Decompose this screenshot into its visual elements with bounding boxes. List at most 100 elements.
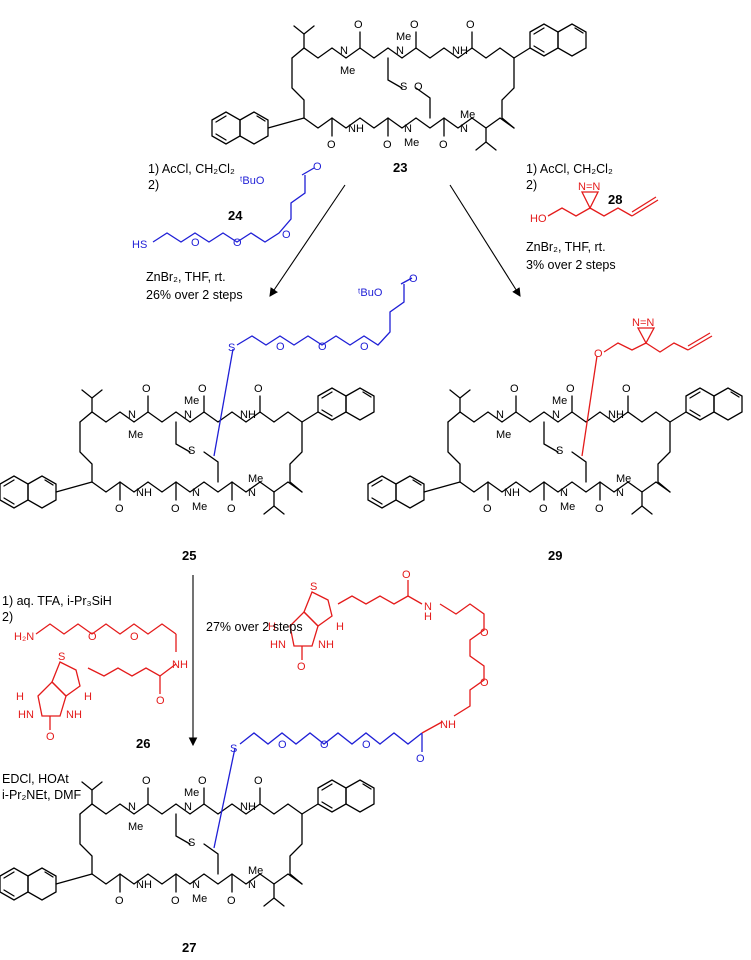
svg-text:S: S — [556, 445, 563, 457]
compound-24-label: 24 — [228, 208, 243, 223]
svg-text:O: O — [227, 895, 236, 907]
svg-text:O: O — [595, 503, 604, 515]
svg-text:N: N — [184, 801, 192, 813]
right-condition-reagents: ZnBr₂, THF, rt. — [526, 240, 606, 254]
left-condition-yield: 26% over 2 steps — [146, 288, 243, 302]
svg-text:S: S — [188, 837, 195, 849]
svg-text:NH: NH — [66, 709, 82, 721]
svg-text:O: O — [360, 341, 369, 353]
bottom-condition-yield: 27% over 2 steps — [206, 620, 303, 634]
svg-text:S: S — [310, 581, 317, 593]
svg-text:H: H — [424, 611, 432, 623]
left-condition-step2: 2) — [148, 178, 160, 192]
svg-text:HN: HN — [18, 709, 34, 721]
svg-text:O: O — [414, 81, 423, 93]
svg-text:N: N — [192, 487, 200, 499]
svg-text:O: O — [409, 273, 418, 285]
svg-text:O: O — [198, 383, 207, 395]
compound-28-label: 28 — [608, 192, 623, 207]
svg-text:Me: Me — [184, 395, 199, 407]
svg-text:Me: Me — [552, 395, 567, 407]
compound-27-structure: S O O O O O O N N NH Me Me NH N N Me Me — [0, 775, 375, 907]
left-condition-step1: 1) AcCl, CH₂Cl₂ — [148, 162, 235, 176]
bottom-condition-reagents2: i-Pr₂NEt, DMF — [2, 788, 82, 802]
svg-text:H₂N: H₂N — [14, 631, 34, 643]
svg-text:O: O — [282, 229, 291, 241]
svg-text:N: N — [460, 123, 468, 135]
svg-text:N: N — [424, 601, 432, 613]
svg-text:O: O — [439, 139, 448, 151]
svg-text:O: O — [142, 775, 151, 787]
svg-text:HS: HS — [132, 239, 147, 251]
svg-text:O: O — [383, 139, 392, 151]
compound-23-label: 23 — [393, 160, 408, 175]
reagent-28-structure: HO N=N — [530, 181, 659, 225]
svg-text:S: S — [188, 445, 195, 457]
svg-text:NH: NH — [318, 639, 334, 651]
svg-text:O: O — [191, 237, 200, 249]
svg-text:N: N — [128, 801, 136, 813]
compound-25-structure: S O O O O O O N N NH Me Me NH N N Me Me — [0, 383, 375, 515]
svg-text:O: O — [410, 19, 419, 31]
compound-29-label: 29 — [548, 548, 563, 563]
svg-text:Me: Me — [396, 31, 411, 43]
svg-text:O: O — [354, 19, 363, 31]
svg-text:O: O — [156, 695, 165, 707]
svg-text:O: O — [233, 237, 242, 249]
svg-text:Me: Me — [340, 65, 355, 77]
svg-text:H: H — [84, 691, 92, 703]
compound-29-structure: S O O O O O O N N NH Me Me NH N N Me Me — [367, 383, 743, 515]
svg-text:O: O — [416, 753, 425, 765]
svg-text:S: S — [230, 743, 237, 755]
svg-text:O: O — [510, 383, 519, 395]
compound-25-label: 25 — [182, 548, 197, 563]
svg-text:N: N — [192, 879, 200, 891]
svg-text:Me: Me — [128, 429, 143, 441]
compound-26-label: 26 — [136, 736, 151, 751]
compound-27-label: 27 — [182, 940, 197, 955]
svg-text:O: O — [313, 161, 322, 173]
svg-text:O: O — [297, 661, 306, 673]
svg-text:NH: NH — [172, 659, 188, 671]
bottom-condition-step2: 2) — [2, 610, 14, 624]
svg-text:N=N: N=N — [632, 317, 654, 329]
svg-text:Me: Me — [192, 893, 207, 905]
svg-text:O: O — [227, 503, 236, 515]
svg-text:H: H — [16, 691, 24, 703]
svg-text:O: O — [254, 775, 263, 787]
svg-text:ᵗBuO: ᵗBuO — [358, 287, 383, 299]
svg-text:O: O — [115, 503, 124, 515]
reagent-26-structure: H₂N O O NH O S H H HN NH O — [14, 623, 188, 743]
svg-text:O: O — [171, 895, 180, 907]
bottom-condition-step1: 1) aq. TFA, i-Pr₃SiH — [2, 594, 112, 608]
svg-text:O: O — [539, 503, 548, 515]
svg-text:S: S — [228, 342, 235, 354]
svg-text:NH: NH — [136, 879, 152, 891]
compound-27-biotin-linker: S O O O O NH O O N H O S H H HN NH O — [213, 569, 489, 849]
svg-text:O: O — [362, 739, 371, 751]
svg-text:O: O — [622, 383, 631, 395]
arrow-23-to-29 — [449, 184, 521, 297]
svg-text:O: O — [130, 631, 139, 643]
svg-text:NH: NH — [504, 487, 520, 499]
arrow-23-to-25 — [269, 184, 346, 297]
svg-text:O: O — [115, 895, 124, 907]
svg-text:N: N — [248, 879, 256, 891]
svg-text:NH: NH — [452, 45, 468, 57]
svg-text:Me: Me — [192, 501, 207, 513]
svg-text:O: O — [402, 569, 411, 581]
svg-text:N: N — [128, 409, 136, 421]
svg-text:N: N — [552, 409, 560, 421]
svg-text:O: O — [594, 348, 603, 360]
svg-text:Me: Me — [496, 429, 511, 441]
svg-text:O: O — [276, 341, 285, 353]
compound-29-diazirine-linker: O N=N — [581, 317, 713, 457]
svg-text:Me: Me — [560, 501, 575, 513]
svg-text:O: O — [88, 631, 97, 643]
svg-text:Me: Me — [128, 821, 143, 833]
svg-text:H: H — [268, 621, 276, 633]
svg-text:O: O — [142, 383, 151, 395]
svg-text:NH: NH — [240, 801, 256, 813]
svg-text:N: N — [496, 409, 504, 421]
